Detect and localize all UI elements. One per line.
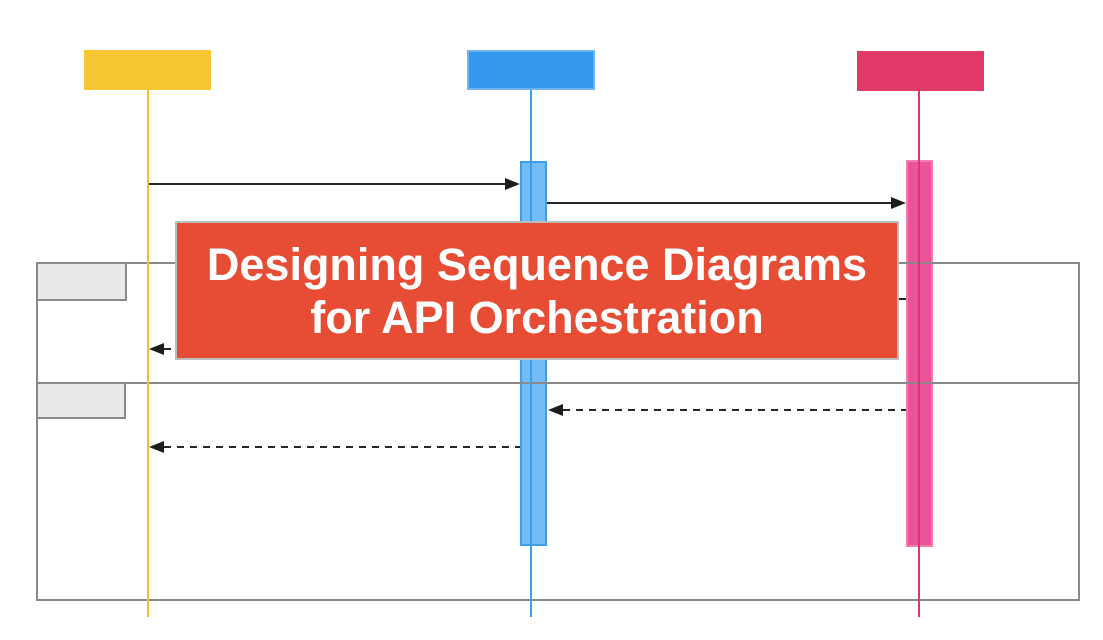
- fragment-operand-label-1: [36, 262, 127, 301]
- arrowhead-left-icon: [149, 343, 164, 355]
- lifeline-yellow: [147, 90, 149, 617]
- message-solid-yellow-to-blue: [149, 183, 507, 185]
- actor-box-yellow: [84, 50, 211, 90]
- title-line-2: for API Orchestration: [310, 291, 764, 343]
- actor-box-blue: [467, 50, 595, 90]
- arrowhead-right-icon: [891, 197, 906, 209]
- message-dashed-pink-to-blue: [563, 409, 906, 411]
- arrowhead-left-icon: [548, 404, 563, 416]
- title-line-1: Designing Sequence Diagrams: [206, 238, 868, 290]
- title-banner: Designing Sequence Diagrams for API Orch…: [175, 221, 899, 360]
- message-dashed-blue-to-yellow-lower: [164, 446, 520, 448]
- arrowhead-left-icon: [149, 441, 164, 453]
- actor-box-pink: [857, 51, 984, 91]
- arrowhead-right-icon: [505, 178, 520, 190]
- message-solid-blue-to-pink: [547, 202, 892, 204]
- fragment-operand-label-2: [36, 382, 126, 419]
- fragment-divider: [36, 382, 1080, 384]
- lifeline-pink: [918, 90, 920, 617]
